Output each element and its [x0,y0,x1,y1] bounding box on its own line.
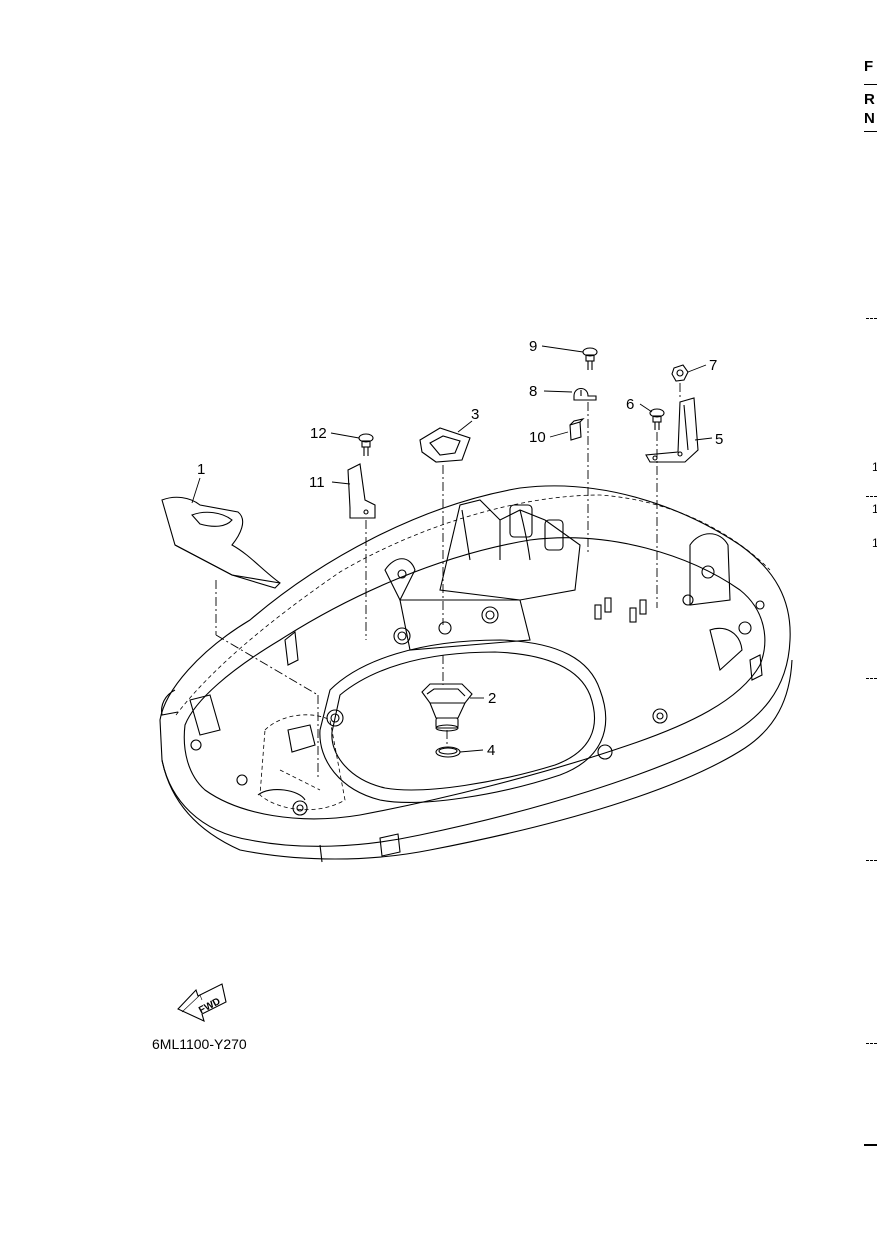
leader-lines [191,345,713,753]
part-12-bolt [358,433,374,456]
part-4-clip-ring [435,746,461,758]
callout-6: 6 [626,396,634,413]
part-1-absorber-sheet [161,496,281,589]
part-7-nut [671,364,689,382]
edge-number: 1 [872,536,877,550]
callout-8: 8 [529,383,537,400]
callout-5: 5 [715,431,723,448]
edge-rule-2 [864,131,877,132]
edge-dash [866,860,877,861]
edge-letter-n: N [864,110,875,127]
part-2-grommet [421,683,473,732]
figure-reference-code: 6ML1100-Y270 [152,1036,247,1052]
callout-numbers: 1 2 3 4 5 6 7 8 9 10 11 12 [197,338,723,759]
bottom-cowling [159,485,793,863]
edge-dash [866,318,877,319]
edge-number: 1 [872,502,877,516]
edge-dash [866,678,877,679]
assembly-lines [215,383,681,780]
callout-3: 3 [471,406,479,423]
part-11-plate [347,463,376,519]
edge-number: 1 [872,460,877,474]
fwd-arrow-icon: FWD [177,983,227,1023]
edge-dash [866,496,877,497]
callout-7: 7 [709,357,717,374]
edge-letter-r: R [864,91,875,108]
callout-9: 9 [529,338,537,355]
callout-12: 12 [310,425,327,442]
part-10-cushion [569,418,585,441]
callout-4: 4 [487,742,495,759]
part-3-grommet-plate [419,427,471,463]
edge-dash [866,1043,877,1044]
edge-rule-1 [864,84,877,85]
part-5-bracket [645,397,699,463]
edge-rule-3 [864,1144,877,1146]
callout-11: 11 [309,474,325,491]
part-9-bolt [582,347,598,370]
part-6-bolt [649,408,665,430]
callout-1: 1 [197,461,205,478]
edge-letter-f: F [864,58,874,75]
callout-2: 2 [488,690,496,707]
part-8-holder [573,387,597,401]
callout-10: 10 [529,429,546,446]
